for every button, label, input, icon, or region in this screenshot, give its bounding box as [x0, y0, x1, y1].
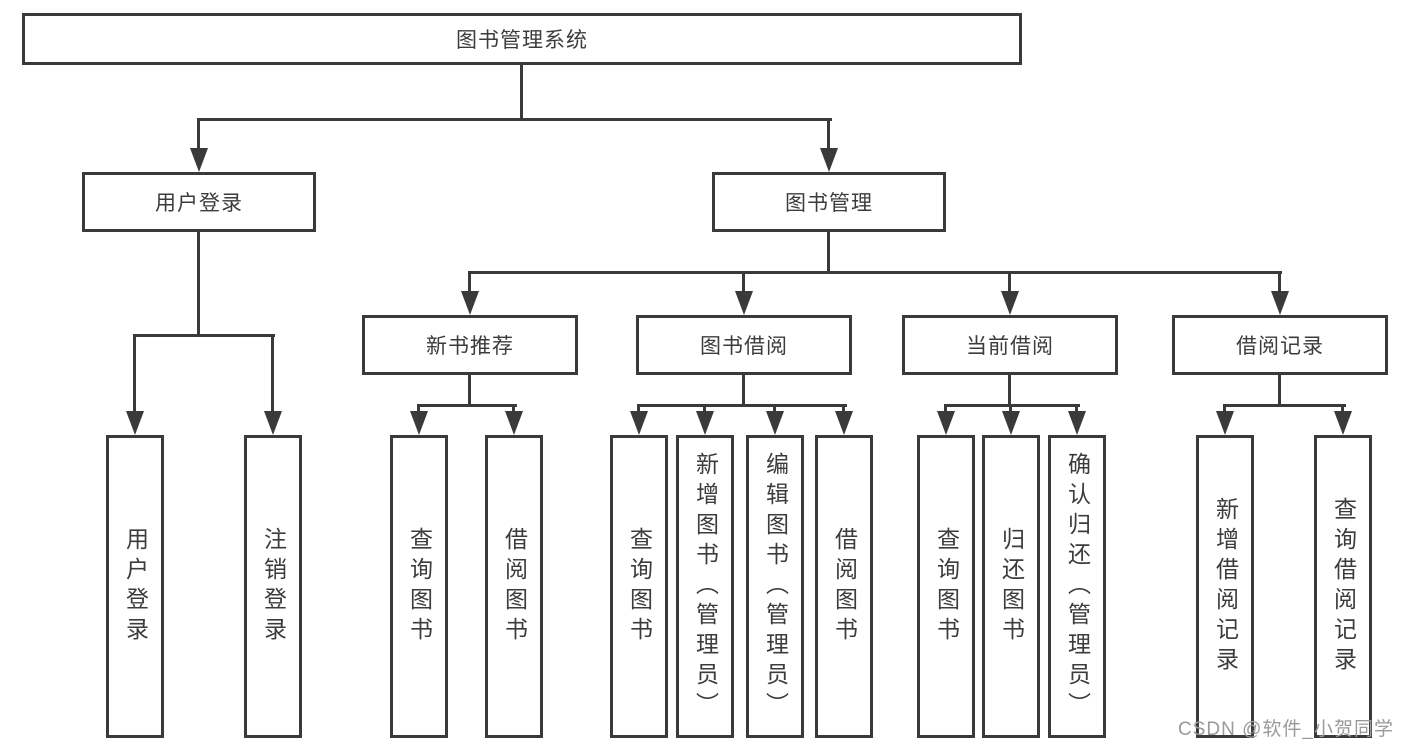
- leaf-current-return-label: 归还图书: [998, 526, 1025, 647]
- connector-line: [512, 404, 515, 416]
- node-new-book-recommend-label: 新书推荐: [426, 335, 514, 358]
- arrow-down-icon: [735, 291, 753, 315]
- node-current-borrow: 当前借阅: [902, 315, 1118, 375]
- connector-line: [1341, 404, 1344, 416]
- connector-line: [944, 404, 947, 416]
- node-book-management-label: 图书管理: [785, 192, 873, 215]
- leaf-current-return: 归还图书: [982, 435, 1040, 738]
- connector-line: [271, 334, 274, 414]
- leaf-borrow-query-label: 查询图书: [626, 526, 653, 647]
- connector-line: [133, 334, 136, 414]
- arrow-down-icon: [766, 411, 784, 435]
- connector-line: [1223, 404, 1226, 416]
- connector-line: [773, 404, 776, 416]
- connector-line: [637, 404, 640, 416]
- node-new-book-recommend: 新书推荐: [362, 315, 578, 375]
- csdn-watermark: CSDN @软件_小贺同学: [1178, 719, 1394, 740]
- node-borrow-records: 借阅记录: [1172, 315, 1388, 375]
- connector-line: [703, 404, 706, 416]
- connector-line: [742, 375, 745, 407]
- arrow-down-icon: [1271, 291, 1289, 315]
- connector-line: [468, 271, 471, 295]
- connector-line: [827, 232, 830, 274]
- leaf-newbook-query-label: 查询图书: [406, 526, 433, 647]
- leaf-current-confirm-return: 确认归还（管理员）: [1048, 435, 1106, 738]
- node-borrow-records-label: 借阅记录: [1236, 335, 1324, 358]
- leaf-newbook-query: 查询图书: [390, 435, 448, 738]
- arrow-down-icon: [1001, 291, 1019, 315]
- connector-line: [842, 404, 845, 416]
- connector-line: [520, 65, 523, 120]
- arrow-down-icon: [461, 291, 479, 315]
- connector-line: [468, 271, 1282, 274]
- leaf-borrow-addbook-label: 新增图书（管理员）: [692, 451, 719, 722]
- connector-line: [944, 404, 1080, 407]
- leaf-records-add-label: 新增借阅记录: [1212, 496, 1239, 677]
- connector-line: [197, 232, 200, 337]
- arrow-down-icon: [1068, 411, 1086, 435]
- connector-line: [197, 118, 200, 152]
- arrow-down-icon: [630, 411, 648, 435]
- leaf-records-query-label: 查询借阅记录: [1330, 496, 1357, 677]
- connector-line: [637, 404, 847, 407]
- connector-line: [1223, 404, 1346, 407]
- arrow-down-icon: [1002, 411, 1020, 435]
- leaf-borrow-addbook: 新增图书（管理员）: [676, 435, 734, 738]
- node-book-management: 图书管理: [712, 172, 946, 232]
- arrow-down-icon: [126, 411, 144, 435]
- connector-line: [1008, 271, 1011, 295]
- connector-line: [827, 118, 830, 152]
- leaf-borrow-borrowbook-label: 借阅图书: [831, 526, 858, 647]
- leaf-logout-label: 注销登录: [260, 526, 287, 647]
- connector-line: [417, 404, 420, 416]
- node-root: 图书管理系统: [22, 13, 1022, 65]
- connector-line: [468, 375, 471, 407]
- connector-line: [1278, 271, 1281, 295]
- leaf-logout: 注销登录: [244, 435, 302, 738]
- leaf-current-query: 查询图书: [917, 435, 975, 738]
- connector-line: [1278, 375, 1281, 407]
- node-user-login: 用户登录: [82, 172, 316, 232]
- node-book-borrow-label: 图书借阅: [700, 335, 788, 358]
- leaf-current-confirm-return-label: 确认归还（管理员）: [1064, 451, 1091, 722]
- connector-line: [1008, 375, 1011, 407]
- leaf-borrow-editbook: 编辑图书（管理员）: [746, 435, 804, 738]
- leaf-current-query-label: 查询图书: [933, 526, 960, 647]
- connector-line: [742, 271, 745, 295]
- leaf-user-login-label: 用户登录: [122, 526, 149, 647]
- arrow-down-icon: [1216, 411, 1234, 435]
- connector-line: [417, 404, 517, 407]
- leaf-newbook-borrow-label: 借阅图书: [501, 526, 528, 647]
- node-book-borrow: 图书借阅: [636, 315, 852, 375]
- arrow-down-icon: [505, 411, 523, 435]
- node-current-borrow-label: 当前借阅: [966, 335, 1054, 358]
- leaf-records-add: 新增借阅记录: [1196, 435, 1254, 738]
- arrow-down-icon: [410, 411, 428, 435]
- connector-line: [1075, 404, 1078, 416]
- leaf-borrow-query: 查询图书: [610, 435, 668, 738]
- node-user-login-label: 用户登录: [155, 192, 243, 215]
- node-root-label: 图书管理系统: [456, 29, 588, 52]
- arrow-down-icon: [190, 148, 208, 172]
- leaf-borrow-borrowbook: 借阅图书: [815, 435, 873, 738]
- leaf-records-query: 查询借阅记录: [1314, 435, 1372, 738]
- arrow-down-icon: [1334, 411, 1352, 435]
- connector-line: [133, 334, 275, 337]
- arrow-down-icon: [835, 411, 853, 435]
- connector-line: [197, 118, 832, 121]
- leaf-user-login: 用户登录: [106, 435, 164, 738]
- leaf-borrow-editbook-label: 编辑图书（管理员）: [762, 451, 789, 722]
- arrow-down-icon: [937, 411, 955, 435]
- arrow-down-icon: [264, 411, 282, 435]
- leaf-newbook-borrow: 借阅图书: [485, 435, 543, 738]
- arrow-down-icon: [820, 148, 838, 172]
- arrow-down-icon: [696, 411, 714, 435]
- connector-line: [1009, 404, 1012, 416]
